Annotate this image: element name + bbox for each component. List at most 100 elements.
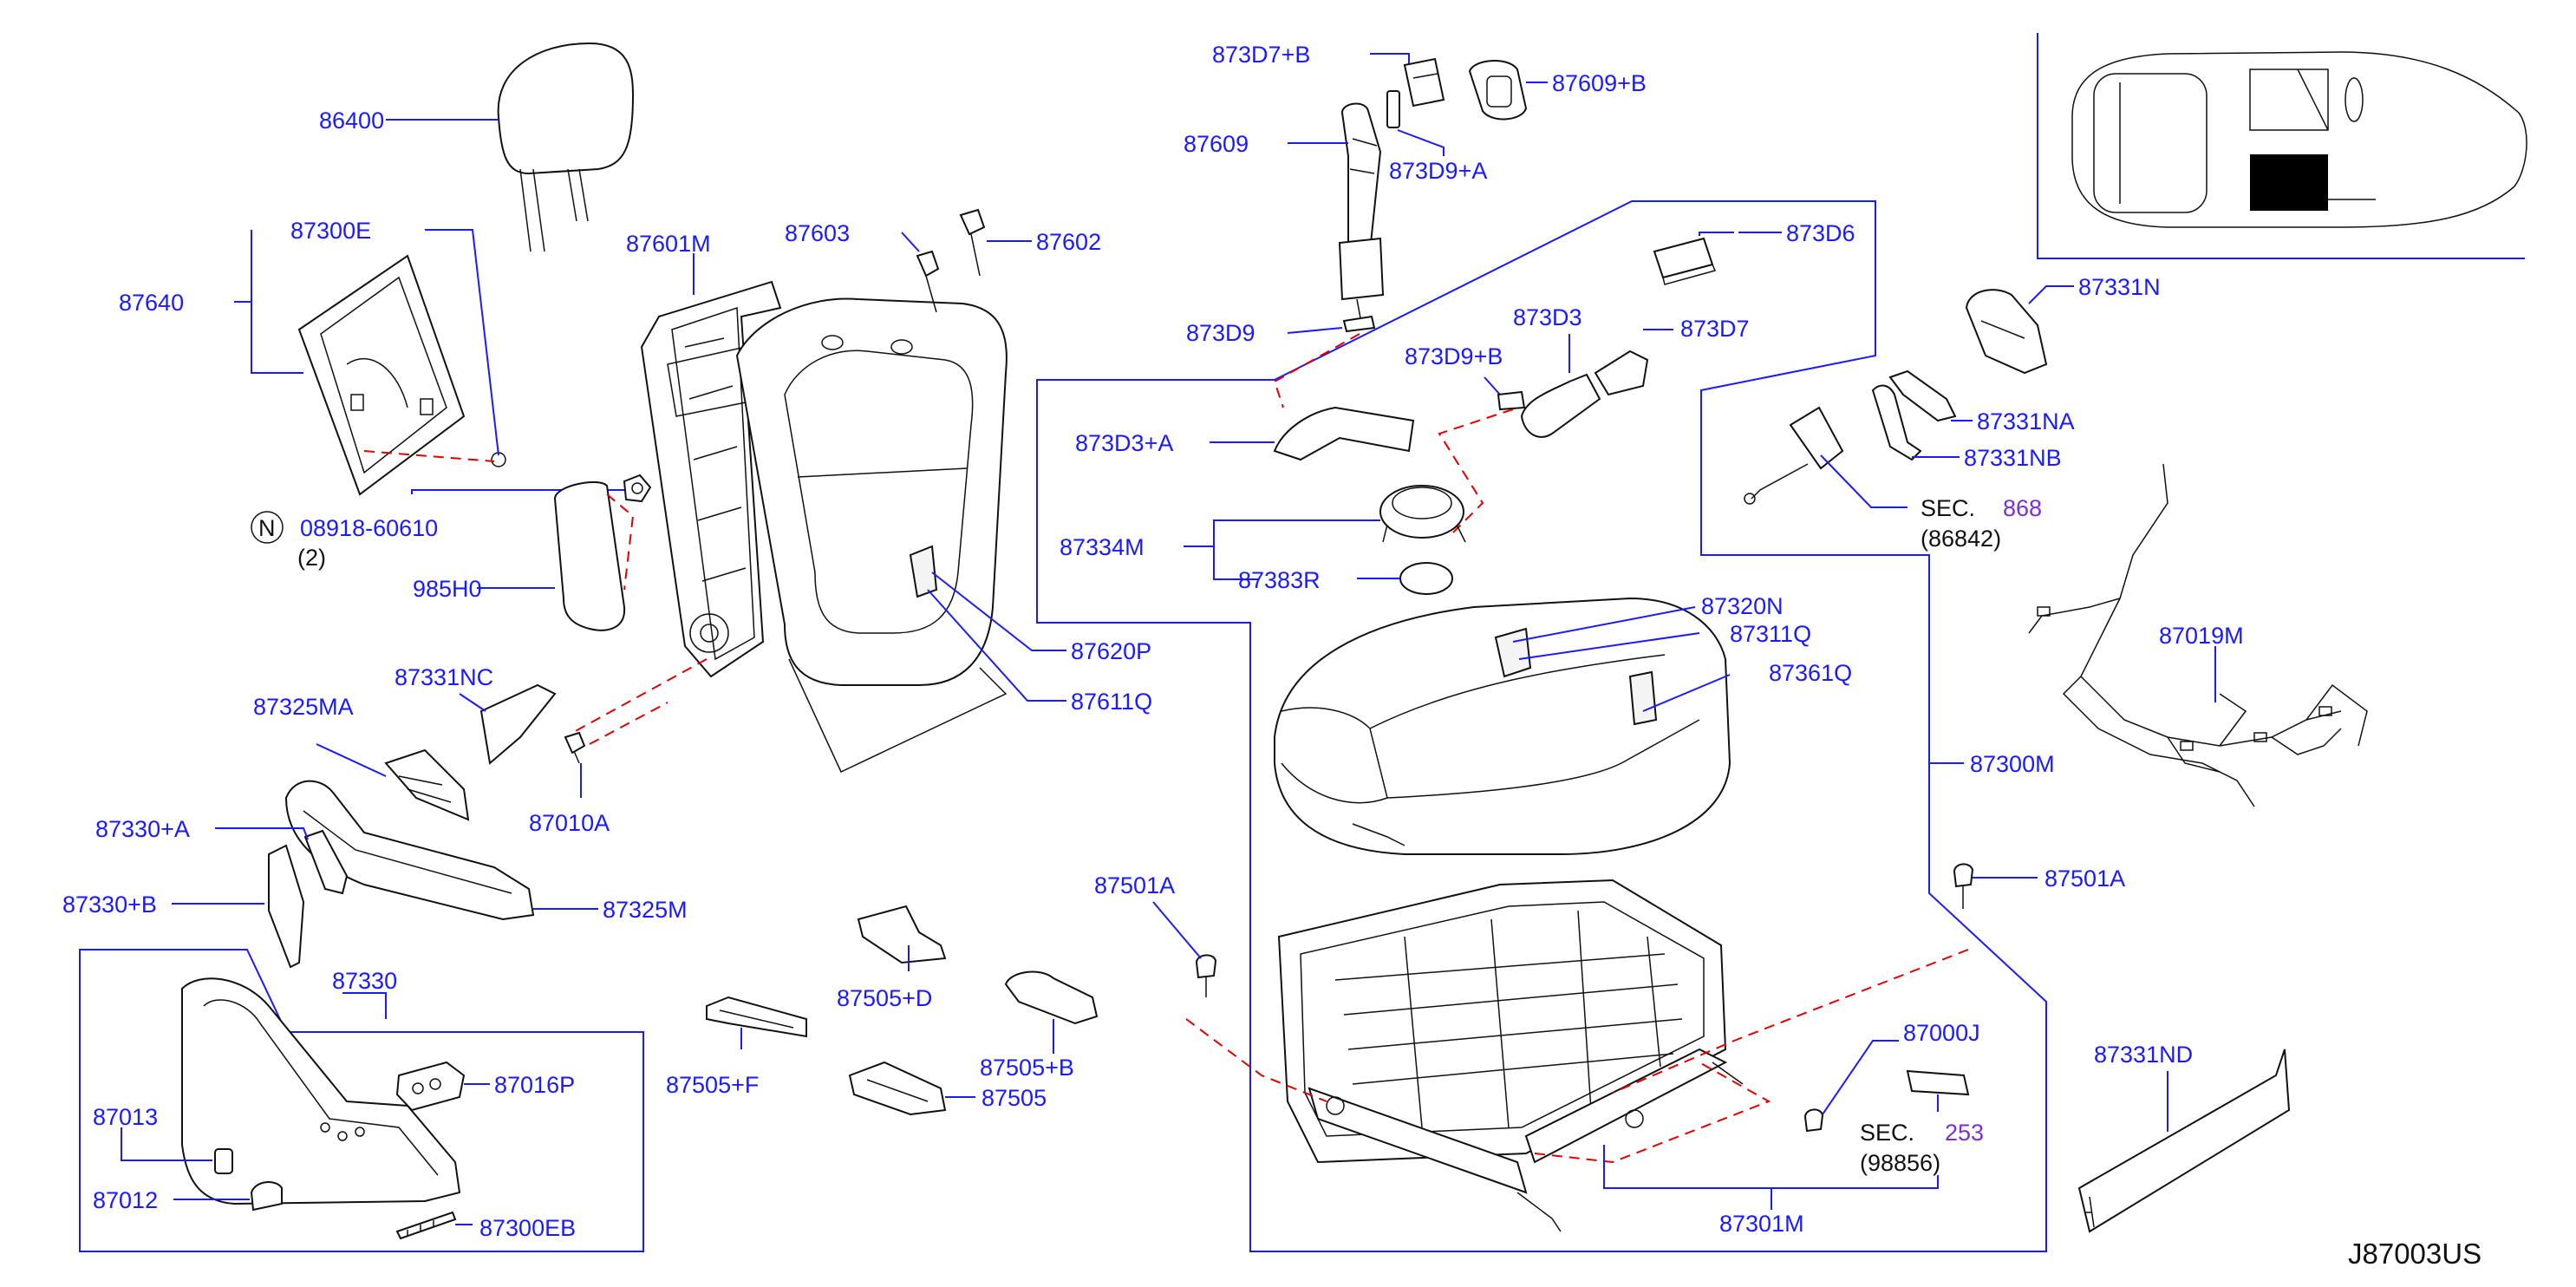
label-87609: 87609 [1184, 131, 1249, 157]
connector-873D7 [1594, 350, 1649, 396]
bracket-87325MA [384, 748, 470, 821]
bolt-87010A-icon [564, 731, 586, 764]
seat-back-cover [735, 297, 1008, 774]
label-87620P: 87620P [1071, 638, 1151, 664]
clip-87505B [1004, 970, 1099, 1025]
label-87331NC: 87331NC [395, 664, 493, 690]
seat-back-board [297, 254, 506, 496]
label-87334M: 87334M [1060, 534, 1145, 560]
buckle-sec868-icon [1744, 406, 1844, 505]
cover-87331N [1965, 289, 2048, 375]
label-873D9: 873D9 [1186, 320, 1255, 346]
side-finisher-87325M [284, 780, 535, 921]
label-873D9A: 873D9+A [1389, 158, 1487, 184]
n-symbol-icon [251, 511, 284, 544]
headrest-guide-87603 [916, 250, 940, 313]
label-87301M: 87301M [1719, 1211, 1804, 1237]
label-873D7B: 873D7+B [1212, 42, 1310, 68]
knob-87330B [268, 844, 305, 969]
connector-873D7B [1403, 57, 1445, 108]
label-qty-2: (2) [297, 545, 326, 571]
label-08918-60610: 08918-60610 [300, 515, 438, 541]
label-sec-253-num: 253 [1945, 1120, 1984, 1146]
label-87311Q: 87311Q [1730, 621, 1811, 647]
vehicle-locator-frame [2037, 33, 2525, 259]
label-87609B: 87609+B [1552, 70, 1647, 96]
knob-87013 [214, 1148, 233, 1174]
label-87016P: 87016P [494, 1072, 575, 1098]
label-87330: 87330 [332, 968, 397, 994]
label-873D7: 873D7 [1680, 316, 1750, 342]
label-87000J: 87000J [1903, 1020, 1980, 1046]
label-873D9B: 873D9+B [1405, 343, 1503, 369]
side-shield-87330 [181, 977, 461, 1205]
harness-873D3A [1273, 406, 1415, 461]
label-985H0: 985H0 [413, 576, 482, 602]
finisher-87331ND [2077, 1049, 2291, 1233]
label-87330A: 87330+A [95, 816, 190, 842]
cover-87331NA [1888, 369, 1957, 422]
nut-icon [623, 474, 652, 503]
label-87501A-right: 87501A [2044, 866, 2125, 892]
vehicle-locator-icon [2071, 51, 2527, 228]
label-sec-253: SEC. [1860, 1120, 1914, 1146]
label-87331NB: 87331NB [1964, 445, 2062, 471]
label-87640: 87640 [119, 290, 184, 316]
knob-87330A [303, 829, 349, 895]
label-sec-253-ref: (98856) [1860, 1150, 1940, 1176]
cover-87505D [857, 905, 947, 964]
cover-87331NC [479, 683, 557, 765]
knob-87012 [250, 1181, 283, 1212]
label-87300EB: 87300EB [479, 1215, 576, 1241]
switch-87016P [395, 1061, 466, 1112]
label-87013: 87013 [93, 1104, 158, 1130]
label-sec-868-ref: (86842) [1921, 526, 2001, 552]
clip-87505 [848, 1061, 947, 1116]
sensor-87334M [1379, 485, 1466, 543]
label-87603: 87603 [785, 220, 850, 246]
label-87320N: 87320N [1701, 593, 1784, 619]
label-sec-868-num: 868 [2003, 495, 2042, 521]
seat-back-frame [640, 280, 782, 678]
n-symbol: N [258, 515, 276, 541]
label-87505B: 87505+B [980, 1055, 1074, 1081]
label-87602: 87602 [1036, 229, 1101, 255]
harness-873D3 [1520, 373, 1601, 438]
label-87010A: 87010A [529, 810, 610, 836]
side-airbag-985H0 [553, 481, 626, 631]
seat-cushion [1274, 597, 1731, 855]
label-87505: 87505 [981, 1085, 1047, 1111]
clip-87505F [706, 996, 807, 1038]
label-87361Q: 87361Q [1769, 660, 1852, 686]
label-87331ND: 87331ND [2094, 1042, 2193, 1068]
diagram-code: J87003US [2348, 1238, 2481, 1270]
seat-belt-87609 [1338, 102, 1385, 333]
label-87300M: 87300M [1970, 751, 2055, 777]
pad-87383R [1399, 562, 1453, 595]
label-87012: 87012 [93, 1187, 158, 1213]
label-87601M: 87601M [626, 231, 711, 257]
label-87330B: 87330+B [62, 892, 157, 918]
label-873D3A: 873D3+A [1075, 430, 1173, 456]
label-87019M: 87019M [2159, 623, 2244, 649]
seat-cushion-group-frame [1036, 200, 2047, 1252]
clip-873D9A [1386, 90, 1400, 128]
module-sec253-icon [1906, 1069, 1970, 1096]
label-87501A-left: 87501A [1094, 872, 1175, 898]
label-87383R: 87383R [1238, 567, 1321, 593]
label-87505D: 87505+D [837, 985, 932, 1011]
label-sec-868: SEC. [1921, 495, 1975, 521]
headrest-guide-87602 [959, 208, 986, 277]
cover-87331NB [1871, 384, 1922, 461]
armrest-group-frame [79, 949, 644, 1252]
clip-873D9B [1497, 390, 1526, 411]
bolt-87501A-right-icon [1953, 863, 1974, 909]
clip-87300EB [395, 1211, 457, 1240]
bolt-87000J-icon [1803, 1108, 1824, 1133]
label-87325MA: 87325MA [253, 694, 354, 720]
bolt-87501A-left-icon [1195, 954, 1217, 997]
connector-87609B [1468, 60, 1528, 121]
label-87331N: 87331N [2078, 274, 2161, 300]
harness-87019M [2028, 463, 2368, 807]
